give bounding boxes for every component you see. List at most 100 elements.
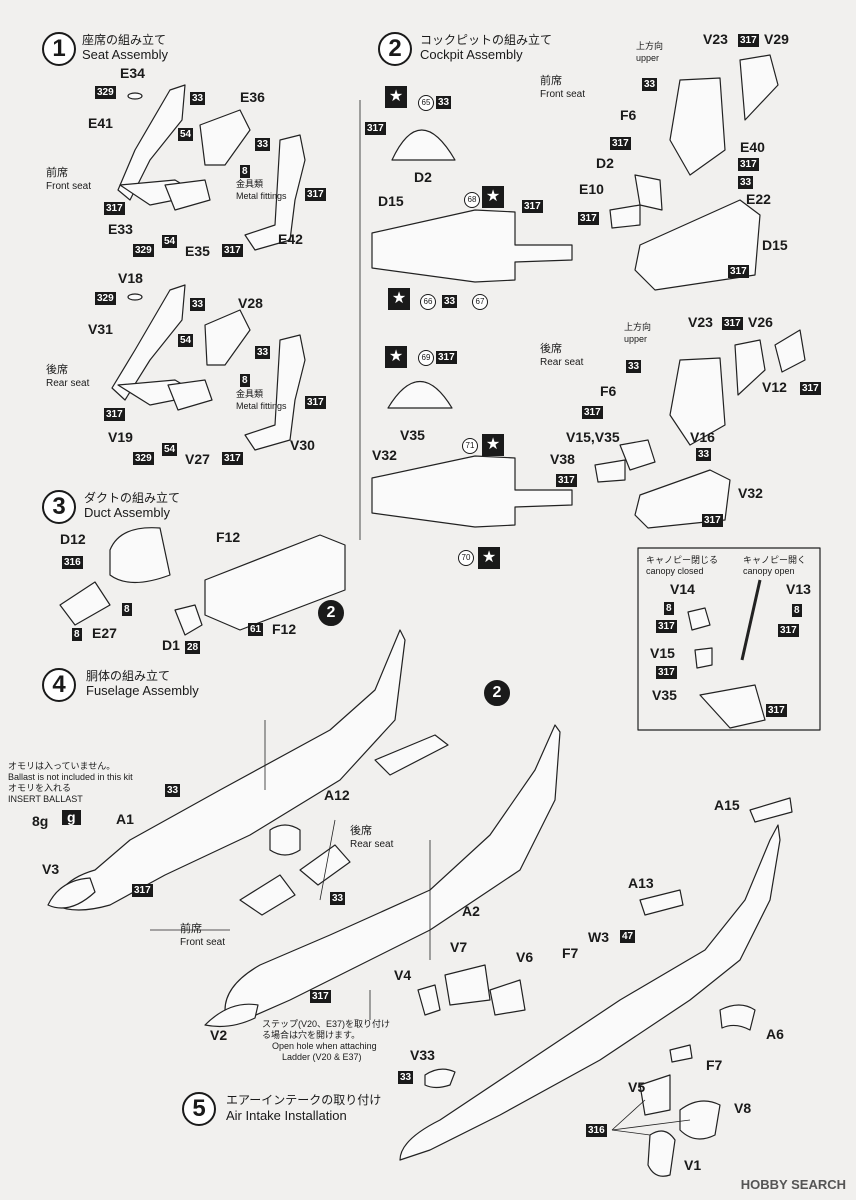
part-label-a12: A12: [324, 787, 350, 803]
step-4-title-jp: 胴体の組み立て: [86, 669, 171, 683]
step-number-4: 4: [42, 668, 76, 702]
part-label-e42: E42: [278, 231, 303, 247]
part-label-e27: E27: [92, 625, 117, 641]
color-code-47: 47: [620, 930, 636, 943]
step-2-reference-icon: 2: [484, 680, 510, 706]
upper-label-jp: 上方向: [636, 41, 664, 51]
part-label-e35: E35: [185, 243, 210, 259]
color-code-33: 33: [642, 78, 658, 91]
part-label-e34: E34: [120, 65, 145, 81]
color-code-33: 33: [436, 96, 452, 109]
color-code-8: 8: [72, 628, 82, 641]
color-code-33: 33: [696, 448, 712, 461]
metal-fittings-en: Metal fittings: [236, 401, 287, 411]
color-code-317: 317: [104, 408, 125, 421]
part-e10: [609, 204, 641, 229]
part-label-e10: E10: [579, 181, 604, 197]
color-code-33: 33: [190, 92, 206, 105]
part-d1: [174, 604, 203, 636]
color-code-317: 317: [305, 396, 326, 409]
seat-cushion-v28: [204, 309, 251, 366]
step-2-title-jp: コックピットの組み立て: [420, 33, 553, 47]
color-code-317: 317: [310, 990, 331, 1003]
color-code-54: 54: [178, 128, 194, 141]
nose-v2: [204, 1003, 259, 1028]
step-note-en-2: Ladder (V20 & E37): [282, 1052, 362, 1062]
part-label-f6: F6: [620, 107, 637, 123]
step-number-3: 3: [42, 490, 76, 524]
part-v38: [594, 459, 626, 483]
color-code-8: 8: [122, 603, 132, 616]
color-code-33: 33: [626, 360, 642, 373]
part-v1: [647, 1130, 676, 1177]
color-code-317: 317: [582, 406, 603, 419]
color-code-317: 317: [800, 382, 821, 395]
rear-seat-label-jp: 後席: [46, 364, 68, 376]
part-label-a2: A2: [462, 903, 480, 919]
part-v6: [489, 979, 526, 1016]
watermark: HOBBY SEARCH: [740, 1177, 846, 1192]
color-code-54: 54: [162, 235, 178, 248]
panel-d2-3d: [634, 174, 663, 211]
color-code-317: 317: [556, 474, 577, 487]
color-code-54: 54: [162, 443, 178, 456]
color-code-329: 329: [95, 292, 116, 305]
part-label-f12: F12: [272, 621, 297, 637]
decal-number-69: 69: [418, 350, 434, 366]
part-label-v14: V14: [670, 581, 695, 597]
decal-number-71: 71: [462, 438, 478, 454]
step-note-jp-2: る場合は穴を開けます。: [262, 1030, 361, 1040]
rear-seat-label-en: Rear seat: [540, 357, 584, 368]
color-code-33: 33: [255, 138, 271, 151]
star-decal-icon: ★: [385, 346, 407, 368]
part-label-e22: E22: [746, 191, 771, 207]
part-v8: [679, 1100, 721, 1140]
upper-label-jp: 上方向: [624, 322, 652, 332]
step-3-title-en: Duct Assembly: [84, 505, 170, 520]
part-v15: [619, 439, 656, 471]
part-label-v3: V3: [42, 861, 60, 877]
color-code-329: 329: [133, 452, 154, 465]
canopy-closed-jp: キャノピー閉じる: [646, 555, 719, 565]
part-label-f7: F7: [706, 1057, 723, 1073]
part-label-v5: V5: [628, 1079, 646, 1095]
step-2-title-en: Cockpit Assembly: [420, 47, 523, 62]
part-label-v15-v35: V15,V35: [566, 429, 620, 445]
ballast-weight-icon: g: [62, 810, 81, 825]
decal-number-68: 68: [464, 192, 480, 208]
part-label-v35: V35: [652, 687, 677, 703]
part-v4: [417, 984, 441, 1016]
part-v33: [424, 1068, 456, 1089]
step-1-title-jp: 座席の組み立て: [82, 33, 167, 47]
color-code-54: 54: [178, 334, 194, 347]
step-note-en-1: Open hole when attaching: [272, 1041, 377, 1051]
step-4-title-en: Fuselage Assembly: [86, 683, 199, 698]
front-seat-label-jp: 前席: [540, 75, 562, 87]
color-code-317: 317: [436, 351, 457, 364]
step-3-title-jp: ダクトの組み立て: [84, 491, 181, 505]
color-code-8: 8: [792, 604, 802, 617]
part-label-f7: F7: [562, 945, 579, 961]
duct-e27: [59, 581, 111, 626]
canopy-open-en: canopy open: [743, 566, 795, 576]
part-label-d15: D15: [762, 237, 788, 253]
part-label-v26: V26: [748, 314, 773, 330]
part-label-d1: D1: [162, 637, 180, 653]
step-5-title-en: Air Intake Installation: [226, 1108, 347, 1123]
part-label-v18: V18: [118, 270, 143, 286]
color-code-33: 33: [330, 892, 346, 905]
color-code-317: 317: [738, 158, 759, 171]
part-label-v27: V27: [185, 451, 210, 467]
part-label-v31: V31: [88, 321, 113, 337]
canopy-open-jp: キャノピー開く: [743, 555, 807, 565]
part-label-e36: E36: [240, 89, 265, 105]
ejection-seat-rear: [669, 357, 726, 446]
cockpit-base-v32: [634, 469, 731, 529]
decal-number-65: 65: [418, 95, 434, 111]
canopy-closed-en: canopy closed: [646, 566, 704, 576]
star-decal-icon: ★: [385, 86, 407, 108]
star-decal-icon: ★: [388, 288, 410, 310]
color-code-317: 317: [522, 200, 543, 213]
part-label-e41: E41: [88, 115, 113, 131]
part-label-v6: V6: [516, 949, 534, 965]
